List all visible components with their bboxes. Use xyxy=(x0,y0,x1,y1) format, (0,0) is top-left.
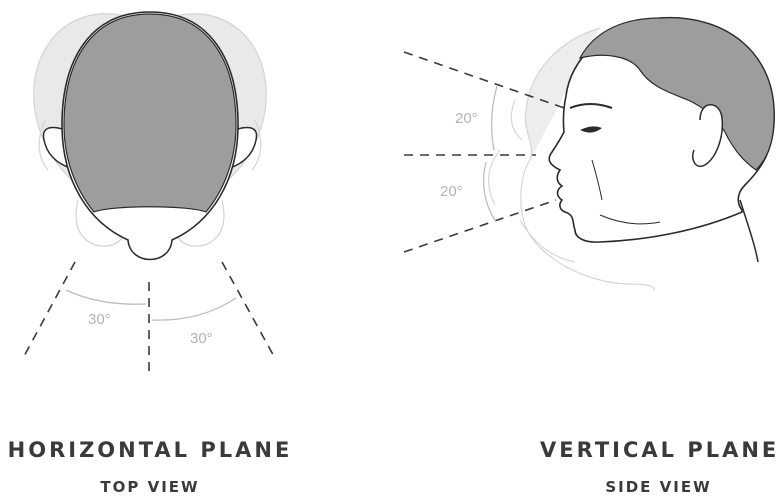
angle-label-left-30: 30° xyxy=(88,311,111,328)
horizontal-plane-title: HORIZONTAL PLANE xyxy=(0,438,300,462)
top-nose-shape xyxy=(128,240,172,260)
vertical-plane-title: VERTICAL PLANE xyxy=(540,438,777,462)
sightline-left xyxy=(22,262,75,360)
top-view-illustration xyxy=(1,0,300,260)
top-view-sightlines xyxy=(22,262,276,378)
arc-right-30 xyxy=(152,298,236,320)
side-view-subtitle: SIDE VIEW xyxy=(540,478,777,496)
side-neck-shape xyxy=(740,200,758,262)
sightline-right xyxy=(222,262,276,360)
angle-label-right-30: 30° xyxy=(190,330,213,347)
side-view-angle-arcs xyxy=(484,86,497,222)
arc-up-20 xyxy=(492,86,497,150)
horizontal-plane-caption: HORIZONTAL PLANE TOP VIEW xyxy=(0,438,300,496)
sightline-down xyxy=(404,200,556,252)
angle-label-down-20: 20° xyxy=(440,183,463,200)
top-view-subtitle: TOP VIEW xyxy=(0,478,300,496)
top-hair-shape xyxy=(64,14,236,212)
angle-label-up-20: 20° xyxy=(455,110,478,127)
vertical-plane-caption: VERTICAL PLANE SIDE VIEW xyxy=(540,438,777,496)
arc-left-30 xyxy=(66,290,146,304)
side-view-illustration xyxy=(489,18,775,290)
